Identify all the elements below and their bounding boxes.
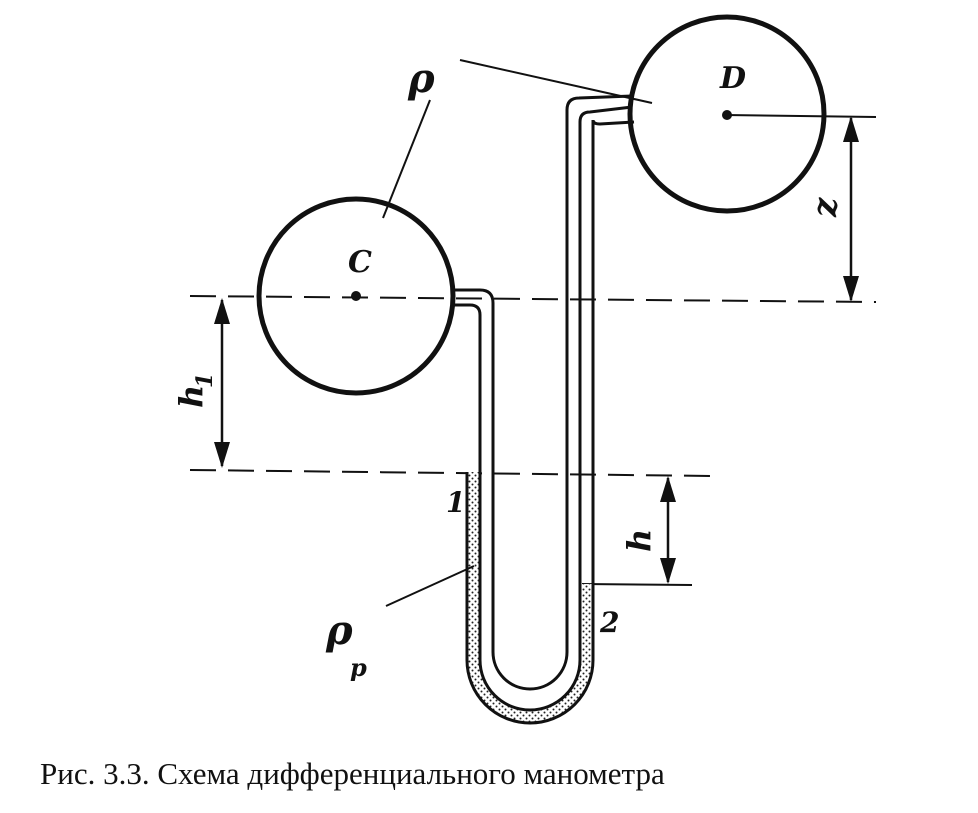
- rho-p-subscript: p: [350, 653, 367, 682]
- vessel-d-center-dot: [722, 110, 732, 120]
- u-tube-outer-wall: [452, 94, 633, 691]
- h1-label: h: [172, 385, 210, 408]
- z-arrow-top: [843, 116, 859, 142]
- vessel-c-label: C: [348, 245, 372, 280]
- rho-label: ρ: [407, 55, 435, 102]
- level-line-1: [189, 469, 713, 477]
- h1-arrow-top: [214, 298, 230, 324]
- level-line-c: [189, 295, 877, 303]
- h-arrow-top: [660, 476, 676, 502]
- rho-leader-to-d: [459, 59, 653, 104]
- rho-leader-to-c: [382, 99, 431, 219]
- level-2-label: 2: [599, 606, 619, 639]
- h-arrow-bottom: [660, 558, 676, 584]
- level-1-label: 1: [446, 486, 465, 519]
- u-tube-inner-wall: [452, 105, 633, 712]
- u-tube-outer-bottom: [465, 119, 635, 725]
- rho-p-label: ρ: [325, 607, 353, 654]
- vessel-d: [627, 14, 827, 214]
- h1-subscript: 1: [192, 373, 218, 388]
- vessel-c-center-dot: [351, 291, 361, 301]
- level-line-d: [724, 114, 877, 118]
- rho-p-leader: [385, 565, 475, 607]
- level-line-2: [581, 583, 693, 586]
- h1-arrow-bottom: [214, 442, 230, 468]
- h-label: h: [620, 529, 658, 552]
- z-label: z: [805, 197, 845, 218]
- figure-caption: Рис. 3.3. Схема дифференциального маноме…: [40, 756, 665, 791]
- vessel-c: [256, 196, 456, 396]
- vessel-d-label: D: [719, 61, 746, 96]
- z-arrow-bottom: [843, 276, 859, 302]
